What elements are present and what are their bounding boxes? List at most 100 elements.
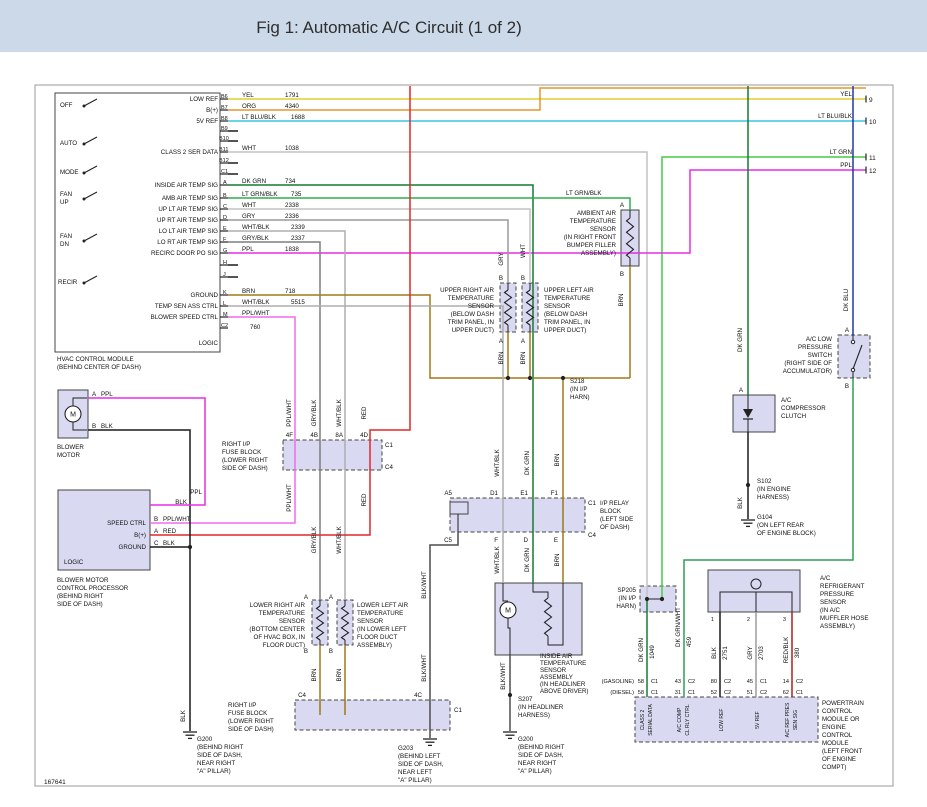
- splice-dot: [507, 692, 513, 698]
- diagram-label: B6: [221, 94, 228, 100]
- diagram-label: (IN HEADLINER: [518, 704, 564, 711]
- motor-letter: M: [70, 412, 76, 419]
- diagram-label: M: [223, 312, 228, 318]
- diagram-label: 734: [285, 178, 296, 185]
- diagram-label: G200: [518, 736, 534, 743]
- diagram-border: [34, 84, 894, 787]
- diagram-label: D: [223, 215, 227, 221]
- lower-right-air-temp-sensor-box: [311, 599, 329, 646]
- diagram-label: BRN: [336, 668, 343, 681]
- diagram-label: (IN I/P: [570, 386, 588, 393]
- wire-red: [150, 86, 411, 536]
- diagram-label: OF ENGINE BLOCK): [757, 530, 816, 537]
- diagram-label: C1: [588, 500, 596, 507]
- diagram-label: B: [845, 383, 849, 390]
- diagram-label: SENSOR: [820, 599, 847, 606]
- diagram-label: 2337: [291, 235, 305, 242]
- diagram-label: B: [154, 516, 158, 523]
- diagram-label: UPPER RIGHT AIR: [440, 287, 494, 294]
- resistor-icon: [340, 605, 350, 641]
- diagram-label: WHT: [520, 244, 527, 258]
- diagram-label: SIDE OF DASH): [228, 726, 274, 733]
- diagram-label: (BEHIND RIGHT: [57, 593, 104, 600]
- diagram-label: C2: [760, 690, 767, 696]
- diagram-label: D1: [490, 490, 498, 497]
- diagram-label: 80: [711, 679, 717, 685]
- diagram-label: 760: [250, 324, 261, 331]
- diagram-label: C1: [796, 690, 803, 696]
- diagram-label: LOW REF: [190, 96, 218, 103]
- diagram-label: C2: [796, 679, 803, 685]
- diagram-label: C: [223, 204, 227, 210]
- diagram-label: 14: [783, 679, 789, 685]
- diagram-label: B: [223, 193, 227, 199]
- motor-icon: [64, 405, 82, 423]
- diagram-label: BLK/WHT: [421, 654, 428, 682]
- diagram-label: AMBIENT AIR: [577, 210, 617, 217]
- diagram-label: TRIM PANEL, IN: [448, 319, 494, 326]
- diagram-label: TRIM PANEL, IN: [544, 319, 590, 326]
- blower-motor-control-processor-box: [57, 489, 151, 571]
- diagram-label: WHT/BLK: [242, 299, 270, 306]
- diagram-label: B: [329, 648, 333, 655]
- diagram-label: G200: [197, 736, 213, 743]
- diagram-label: ASSEMBLY): [820, 623, 855, 630]
- diagram-label: 3: [783, 617, 786, 623]
- diagram-label: B10: [219, 136, 229, 142]
- diagram-label: 4F: [286, 432, 293, 439]
- diagram-label: MODE: [60, 169, 79, 176]
- diagram-label: B7: [221, 105, 228, 111]
- diagram-label: C2: [724, 690, 731, 696]
- resistor-icon: [625, 217, 635, 259]
- hvac-control-module-box: [54, 92, 221, 353]
- diagram-label: BLK: [711, 646, 718, 659]
- figure-title: Fig 1: Automatic A/C Circuit (1 of 2): [256, 18, 521, 37]
- diagram-label: A: [739, 387, 744, 394]
- diagram-label: TEMPERATURE: [259, 610, 305, 617]
- diagram-label: FAN: [60, 191, 72, 198]
- right-ip-fuse-block-upper-box: [282, 439, 383, 471]
- diagram-label: (GASOLINE): [602, 679, 634, 685]
- diagram-label: C5: [444, 537, 452, 544]
- resistor-icon: [525, 289, 535, 326]
- diagram-label: F: [223, 237, 227, 243]
- diagram-label: GROUND: [191, 292, 219, 299]
- ac-refrigerant-pressure-sensor-box: [707, 569, 801, 613]
- diagram-label: SENSOR: [468, 303, 495, 310]
- diagram-label: 45: [747, 679, 753, 685]
- diagram-label: C: [154, 540, 159, 547]
- diagram-label: TEMPERATURE: [570, 218, 616, 225]
- diagram-label: LT GRN/BLK: [242, 191, 278, 198]
- splice-dot: [659, 596, 665, 602]
- diagram-label: GRY/BLK: [311, 526, 318, 554]
- diagram-label: A/C COMP: [677, 707, 683, 732]
- diagram-label: 8A: [335, 432, 343, 439]
- wire-wht: [228, 151, 648, 599]
- wire-whtblk: [228, 230, 346, 600]
- diagram-label: E: [554, 537, 558, 544]
- diagram-label: B: [521, 275, 525, 282]
- diagram-label: DK GRN: [242, 178, 266, 185]
- diagram-label: TEMPERATURE: [540, 660, 586, 667]
- diagram-label: A: [154, 528, 159, 535]
- diagram-label: SERIAL DATA: [648, 704, 654, 736]
- diagram-label: LT BLU/BLK: [242, 114, 277, 121]
- diagram-label: GRY: [242, 213, 255, 220]
- diagram-label: BLOWER: [57, 444, 84, 451]
- diagram-label: (IN HEADLINER: [540, 681, 586, 688]
- diagram-label: 52: [711, 690, 717, 696]
- diagram-label: (IN LOWER LEFT: [357, 626, 407, 633]
- resistor-icon: [543, 597, 553, 637]
- diagram-label: DK GRN: [737, 328, 744, 352]
- diagram-label: D: [524, 537, 529, 544]
- diagram-label: (LEFT FRONT: [822, 748, 862, 755]
- diagram-label: UP: [60, 199, 69, 206]
- diagram-label: (IN I/P: [618, 595, 636, 602]
- diagram-label: RIGHT I/P: [222, 441, 250, 448]
- wire-blkwht: [429, 532, 459, 738]
- diagram-label: 12: [869, 168, 877, 175]
- diagram-label: L: [223, 301, 226, 307]
- diagram-label: SIDE OF DASH): [222, 465, 268, 472]
- diagram-label: 1: [711, 617, 714, 623]
